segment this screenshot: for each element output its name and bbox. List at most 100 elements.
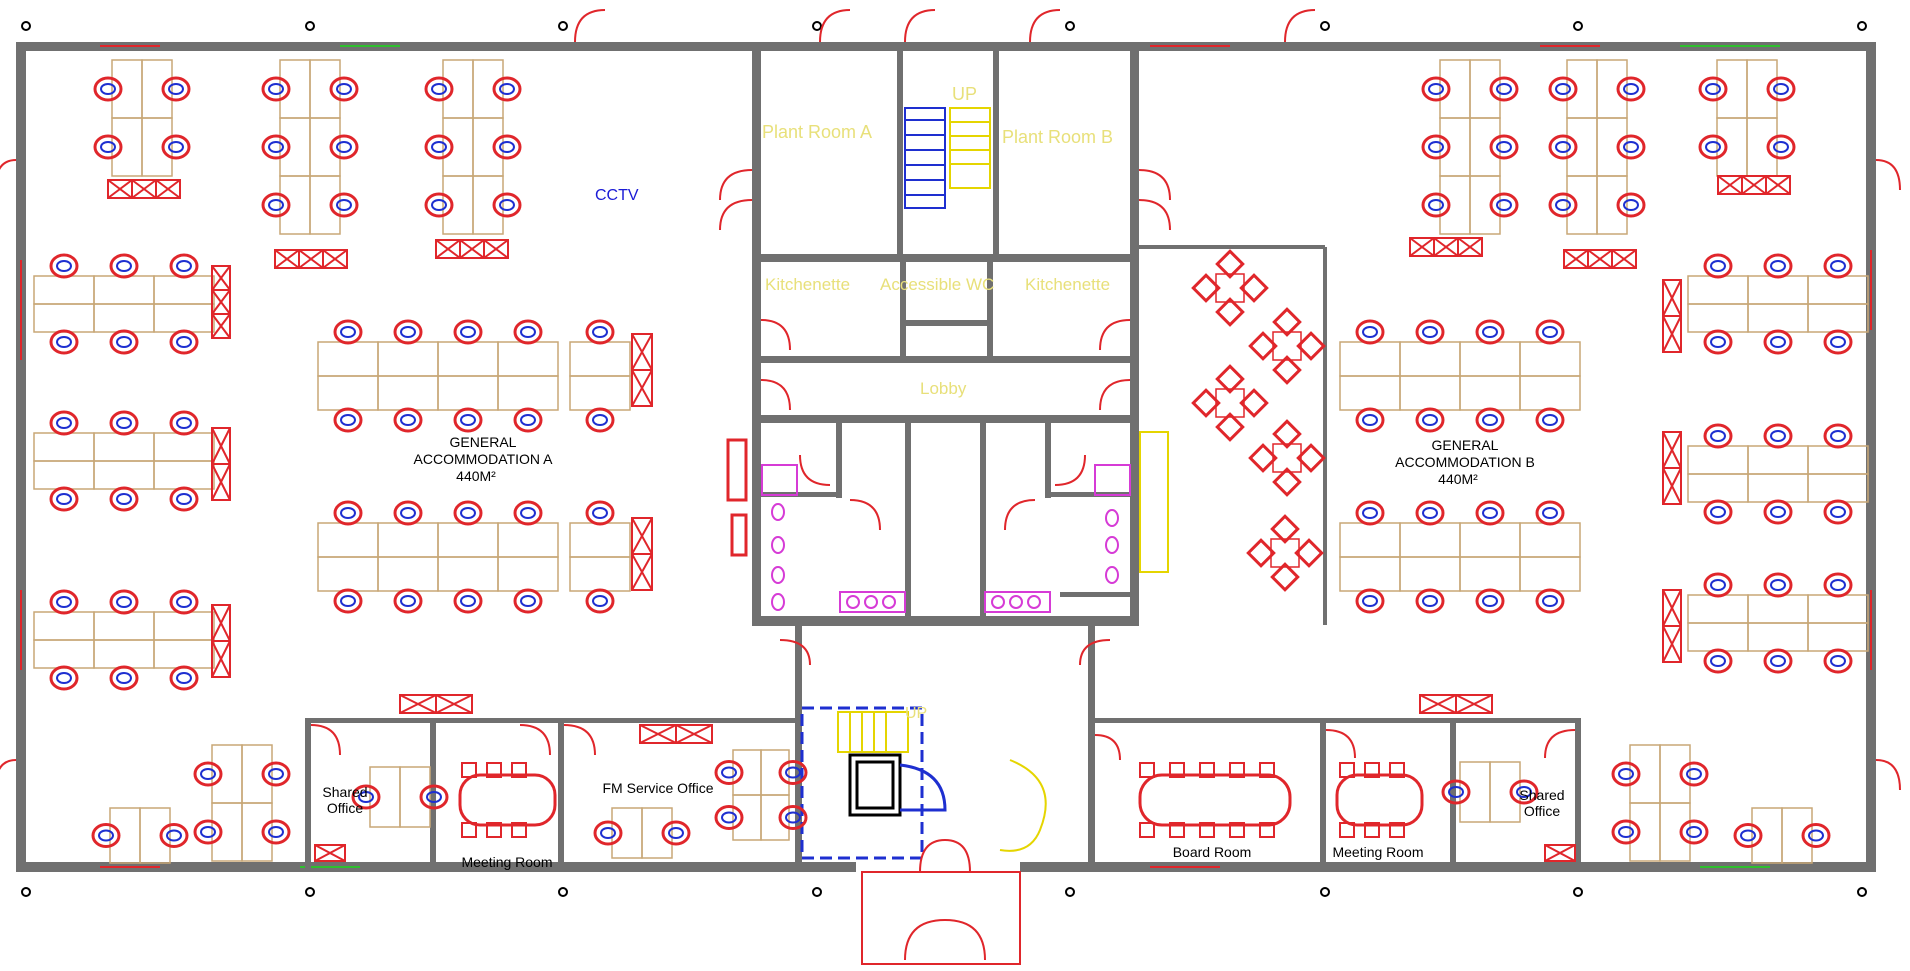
office-chair <box>424 76 454 102</box>
desk <box>1687 275 1749 305</box>
office-chair <box>593 820 623 846</box>
office-chair <box>169 589 199 615</box>
desk <box>111 59 143 119</box>
desk <box>442 175 474 235</box>
desk <box>111 117 143 177</box>
area-a-title-2: ACCOMMODATION A <box>414 451 554 467</box>
desk <box>153 303 215 333</box>
desk <box>497 375 559 411</box>
office-chair <box>1703 572 1733 598</box>
desk <box>641 807 673 859</box>
office-chair <box>261 76 291 102</box>
desk <box>241 802 273 862</box>
entrance <box>861 839 1021 965</box>
desk <box>497 556 559 592</box>
area-b-title-2: ACCOMMODATION B <box>1395 454 1535 470</box>
desk-clusters <box>33 59 1869 864</box>
desk <box>93 303 155 333</box>
desk <box>109 807 141 864</box>
office-chair <box>91 823 121 848</box>
office-chair <box>778 805 808 830</box>
office-chair <box>49 410 79 436</box>
storage-unit <box>1662 589 1682 663</box>
breakout-partition <box>1139 245 1327 625</box>
desk <box>611 807 643 859</box>
desk <box>33 639 95 669</box>
desk <box>1459 556 1521 592</box>
desk <box>437 375 499 411</box>
desk <box>309 175 341 235</box>
desk <box>1629 744 1661 804</box>
office-chair <box>453 588 483 614</box>
office-chair <box>1548 134 1578 160</box>
office-chair <box>1698 134 1728 160</box>
desk <box>1469 59 1501 119</box>
desk <box>241 744 273 804</box>
storage-unit <box>211 265 231 339</box>
office-chair <box>329 192 359 218</box>
office-chair <box>1823 572 1853 598</box>
desk <box>1596 59 1628 119</box>
office-chair <box>1548 192 1578 218</box>
doors <box>0 9 1901 791</box>
office-chair <box>161 76 191 102</box>
office-chair <box>1823 648 1853 674</box>
desk <box>569 375 631 411</box>
office-chair <box>1475 407 1505 433</box>
desk <box>139 807 171 864</box>
desk <box>1459 341 1521 377</box>
office-chair <box>513 500 543 526</box>
office-chair <box>1421 134 1451 160</box>
office-chair <box>169 665 199 691</box>
desk <box>141 117 173 177</box>
breakout-table <box>1191 364 1269 442</box>
office-chair <box>333 407 363 433</box>
office-chair <box>1415 407 1445 433</box>
desk <box>1399 341 1461 377</box>
room-labels: Plant Room A Plant Room B UP Kitchenette… <box>322 84 1564 870</box>
desk <box>33 432 95 462</box>
storage-unit <box>1717 175 1791 195</box>
office-chair <box>93 134 123 160</box>
breakout-tables <box>1191 249 1326 592</box>
desk <box>1399 556 1461 592</box>
desk-cluster <box>317 500 559 614</box>
desk <box>1489 761 1521 823</box>
desk <box>1566 175 1598 235</box>
desk <box>1659 744 1691 804</box>
office-chair <box>1535 407 1565 433</box>
fm-service-office-label: FM Service Office <box>603 780 714 796</box>
office-chair <box>1489 192 1519 218</box>
desk <box>1807 275 1869 305</box>
desk <box>1339 341 1401 377</box>
office-chair <box>169 329 199 355</box>
meeting-room-a-label: Meeting Room <box>461 854 552 870</box>
office-chair <box>49 329 79 355</box>
desk <box>211 802 243 862</box>
office-chair <box>1475 588 1505 614</box>
office-chair <box>1611 819 1641 845</box>
office-chair <box>159 823 189 848</box>
office-chair <box>261 192 291 218</box>
desk-cluster <box>569 319 631 433</box>
desk <box>1807 445 1869 475</box>
desk-cluster <box>317 319 559 433</box>
lobby-label: Lobby <box>920 379 967 398</box>
office-chair <box>1355 407 1385 433</box>
office-chair <box>585 407 615 433</box>
office-chair <box>351 784 381 810</box>
office-chair <box>1766 134 1796 160</box>
office-chair <box>1823 329 1853 355</box>
desk <box>732 749 762 796</box>
office-chair <box>714 805 744 830</box>
office-chair <box>169 253 199 279</box>
office-chair <box>1489 76 1519 102</box>
desk-cluster <box>714 749 808 841</box>
office-chair <box>1679 819 1709 845</box>
office-chair <box>1415 588 1445 614</box>
desk <box>1459 522 1521 558</box>
desk <box>1519 341 1581 377</box>
desk-cluster <box>593 807 691 859</box>
desk <box>1439 117 1471 177</box>
breakout-table <box>1191 249 1269 327</box>
